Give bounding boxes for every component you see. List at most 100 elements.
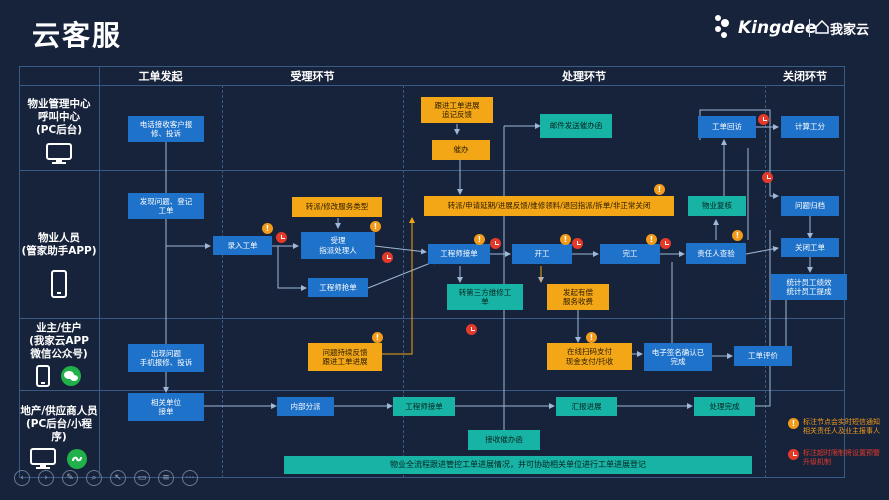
clock-icon xyxy=(572,238,583,249)
column-header-initiate: 工单发起 xyxy=(138,69,183,83)
column-divider-2 xyxy=(403,85,404,478)
role-developer-supplier: 地产/供应商人员 (PC后台/小程序) xyxy=(19,405,99,470)
pointer-icon[interactable]: ↖ xyxy=(110,470,126,486)
node-dept-accept[interactable]: 相关单位 接单 xyxy=(128,393,204,421)
next-slide-icon[interactable]: › xyxy=(38,470,54,486)
node-report-progress[interactable]: 汇报进展 xyxy=(556,397,617,416)
node-engineer-accept-1[interactable]: 工程师接单 xyxy=(428,244,490,264)
house-icon xyxy=(815,20,829,34)
brand-name: Kingdee xyxy=(738,18,817,38)
warning-icon: ! xyxy=(654,184,665,195)
node-call-record[interactable]: 电话接收客户报 修、投诉 xyxy=(128,116,204,142)
header-divider xyxy=(19,85,845,86)
node-entry-order[interactable]: 录入工单 xyxy=(213,236,272,255)
node-close-order[interactable]: 关闭工单 xyxy=(781,238,839,257)
column-header-process: 处理环节 xyxy=(562,69,606,83)
legend-warning: ! 标注节点会实时短信通知相关责任人及业主报事人 xyxy=(788,418,888,436)
node-complete[interactable]: 完工 xyxy=(600,244,660,264)
pen-icon[interactable]: ✎ xyxy=(62,470,78,486)
node-engineer-accept-2[interactable]: 工程师接单 xyxy=(393,397,455,416)
node-engineer-grab[interactable]: 工程师抢单 xyxy=(308,278,368,297)
role-label: 业主/住户 (我家云APP 微信公众号) xyxy=(29,322,89,360)
node-follow-feedback[interactable]: 问题持续反馈 跟进工单进展 xyxy=(308,343,382,371)
page-title: 云客服 xyxy=(32,19,123,52)
role-label: 物业管理中心 呼叫中心 (PC后台) xyxy=(27,98,91,136)
node-online-pay[interactable]: 在线扫码支付 现金支付/托收 xyxy=(547,343,632,370)
node-inner-assign[interactable]: 内部分派 xyxy=(277,397,334,416)
legend-clock: 标注超时限制将设置预警升级机制 xyxy=(788,449,888,467)
clock-icon xyxy=(490,238,501,249)
node-process-done[interactable]: 处理完成 xyxy=(694,397,755,416)
warning-icon: ! xyxy=(262,223,273,234)
node-receive-urge[interactable]: 接收催办函 xyxy=(468,430,540,450)
brand-divider xyxy=(809,19,810,37)
monitor-icon xyxy=(30,448,56,469)
warning-icon: ! xyxy=(372,332,383,343)
column-divider-3 xyxy=(765,85,766,478)
node-urge[interactable]: 催办 xyxy=(432,140,490,160)
node-owner-report[interactable]: 出现问题 手机报修、投诉 xyxy=(128,344,204,372)
node-actions-bar[interactable]: 转派/申请延期/进展反馈/维修领料/退回指派/拆单/非正常关闭 xyxy=(424,196,674,216)
node-find-issue[interactable]: 发现问题、登记 工单 xyxy=(128,193,204,219)
role-label: 物业人员 (管家助手APP) xyxy=(21,232,97,257)
clock-icon xyxy=(382,252,393,263)
node-full-track-bar[interactable]: 物业全流程跟进管控工单进展情况，并可协助相关单位进行工单进展登记 xyxy=(284,456,752,474)
camera-icon[interactable]: ▭ xyxy=(134,470,150,486)
warning-icon: ! xyxy=(560,234,571,245)
zoom-icon[interactable]: ⌕ xyxy=(86,470,102,486)
phone-icon xyxy=(36,365,50,387)
mini-program-icon xyxy=(67,449,87,469)
lane-divider-3 xyxy=(19,390,845,391)
warning-icon: ! xyxy=(586,332,597,343)
brand-cn: 我家云 xyxy=(830,23,870,38)
node-paid-service[interactable]: 发起有偿 服务收费 xyxy=(547,284,609,310)
warning-icon: ! xyxy=(788,418,799,429)
node-issue-archive[interactable]: 问题归档 xyxy=(781,196,839,216)
prev-slide-icon[interactable]: ‹ xyxy=(14,470,30,486)
lane-divider-2 xyxy=(19,318,845,319)
legend-warning-text: 标注节点会实时短信通知相关责任人及业主报事人 xyxy=(803,418,880,435)
column-header-accept: 受理环节 xyxy=(290,69,335,83)
node-email-urge[interactable]: 邮件发送催办函 xyxy=(540,114,612,138)
node-third-party[interactable]: 转第三方维修工 单 xyxy=(447,284,523,310)
clock-icon xyxy=(788,449,799,460)
node-property-review[interactable]: 物业复核 xyxy=(688,196,746,216)
phone-icon xyxy=(51,270,67,298)
role-call-center: 物业管理中心 呼叫中心 (PC后台) xyxy=(19,98,99,165)
slideshow-toolbar: ‹ › ✎ ⌕ ↖ ▭ ≡ ⋯ xyxy=(14,468,198,488)
node-evaluate[interactable]: 工单评价 xyxy=(734,346,792,366)
clock-icon xyxy=(276,232,287,243)
warning-icon: ! xyxy=(370,221,381,232)
node-owner-check[interactable]: 责任人查验 xyxy=(686,243,746,264)
node-callback[interactable]: 工单回访 xyxy=(698,116,756,138)
lane-divider-1 xyxy=(19,170,845,171)
node-accept-assign[interactable]: 受理 指派处理人 xyxy=(301,232,375,259)
role-owner: 业主/住户 (我家云APP 微信公众号) xyxy=(19,322,99,387)
warning-icon: ! xyxy=(646,234,657,245)
subtitles-icon[interactable]: ≡ xyxy=(158,470,174,486)
role-label: 地产/供应商人员 (PC后台/小程序) xyxy=(20,405,98,443)
role-column-divider xyxy=(99,66,100,478)
node-stats[interactable]: 统计员工绩效 统计员工提成 xyxy=(771,274,847,300)
brand-logo: Kingdee 我家云 xyxy=(712,14,882,44)
node-start-work[interactable]: 开工 xyxy=(512,244,572,264)
kingdee-dots-icon xyxy=(715,15,729,38)
clock-icon xyxy=(466,324,477,335)
node-e-sign[interactable]: 电子签名确认已 完成 xyxy=(644,343,712,371)
column-header-close: 关闭环节 xyxy=(783,69,827,83)
monitor-icon xyxy=(46,143,72,164)
node-transfer-type[interactable]: 转派/修改服务类型 xyxy=(292,197,382,217)
wechat-icon xyxy=(61,366,81,386)
node-calc-hours[interactable]: 计算工分 xyxy=(781,116,839,138)
warning-icon: ! xyxy=(474,234,485,245)
clock-icon xyxy=(758,114,769,125)
warning-icon: ! xyxy=(732,230,743,241)
column-divider-1 xyxy=(222,85,223,478)
clock-icon xyxy=(660,238,671,249)
flow-frame xyxy=(19,66,845,478)
more-options-icon[interactable]: ⋯ xyxy=(182,470,198,486)
clock-icon xyxy=(762,172,773,183)
node-track-progress[interactable]: 跟进工单进展 追记反馈 xyxy=(421,97,493,123)
legend-clock-text: 标注超时限制将设置预警升级机制 xyxy=(803,449,880,466)
